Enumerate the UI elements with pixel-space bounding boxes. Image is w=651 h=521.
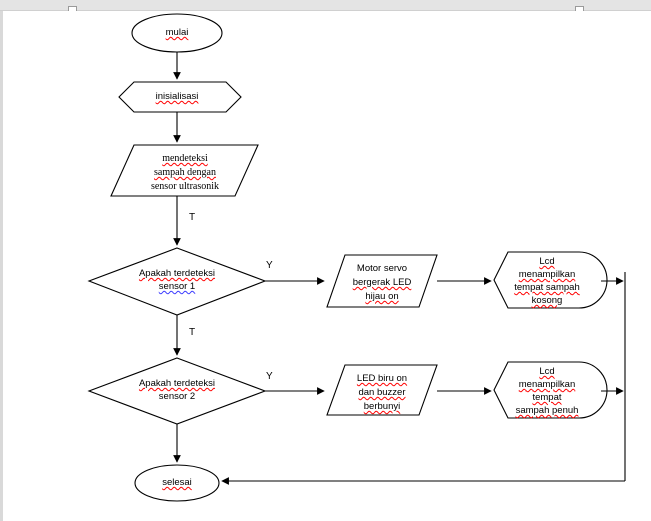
- edge-label-detect-no: T: [189, 212, 196, 223]
- node-process2[interactable]: [326, 364, 438, 416]
- node-start[interactable]: [131, 13, 223, 53]
- node-decision2[interactable]: [87, 357, 267, 425]
- node-end[interactable]: [134, 464, 220, 502]
- page-left-edge: [0, 11, 3, 521]
- edge-label-decision1-no: T: [189, 327, 196, 338]
- node-display1[interactable]: [493, 251, 608, 309]
- node-init[interactable]: [118, 81, 242, 113]
- edge-label-decision2-yes: Y: [266, 371, 273, 382]
- node-detect[interactable]: [110, 144, 259, 197]
- node-decision1[interactable]: [87, 247, 267, 316]
- node-process1[interactable]: [326, 254, 438, 308]
- edge-label-decision1-yes: Y: [266, 260, 273, 271]
- node-display2[interactable]: [493, 361, 608, 419]
